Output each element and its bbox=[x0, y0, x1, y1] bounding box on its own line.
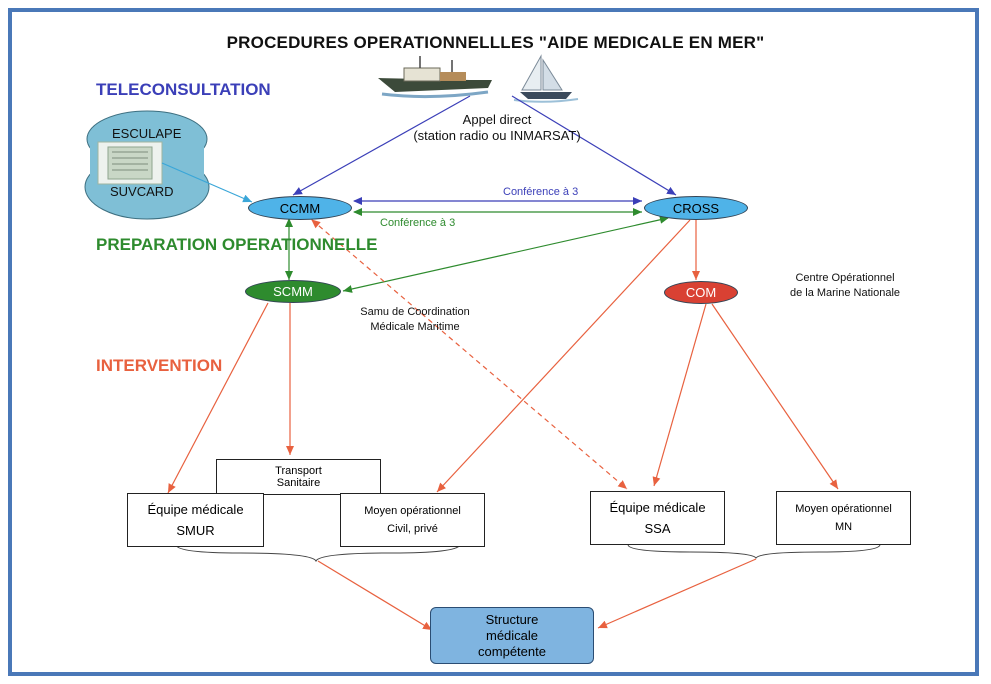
box-civil-line2: Civil, privé bbox=[387, 523, 438, 535]
appel-direct-line2: (station radio ou INMARSAT) bbox=[413, 128, 581, 143]
link-boats-cross bbox=[511, 95, 677, 196]
link-brace-right-structure bbox=[597, 558, 757, 629]
annotation-samu-line1: Samu de Coordination bbox=[360, 306, 470, 318]
box-ssa-line2: SSA bbox=[644, 521, 671, 536]
link-boats-ccmm bbox=[292, 95, 471, 196]
section-preparation: PREPARATION OPERATIONNELLE bbox=[96, 235, 378, 254]
node-com-label: COM bbox=[685, 285, 717, 300]
node-ccmm-label: CCMM bbox=[279, 200, 321, 216]
link-scmm-smur bbox=[167, 302, 269, 494]
box-civil-line1: Moyen opérationnel bbox=[364, 505, 461, 517]
node-scmm-label: SCMM bbox=[273, 284, 313, 299]
link-ccmm-ssa-dashed bbox=[311, 219, 628, 490]
annotation-centre-line1: Centre Opérationnel bbox=[795, 272, 895, 284]
node-ccmm: CCMM bbox=[248, 196, 352, 220]
section-teleconsultation: TELECONSULTATION bbox=[96, 80, 271, 99]
box-moyen-civil: Moyen opérationnel Civil, privé bbox=[340, 493, 485, 547]
brace-left bbox=[175, 544, 461, 563]
box-transport-sanitaire: Transport Sanitaire bbox=[216, 459, 381, 495]
box-mn-line2: MN bbox=[834, 521, 853, 533]
annotation-centre-line2: de la Marine Nationale bbox=[789, 287, 901, 299]
link-com-ssa bbox=[652, 303, 707, 487]
box-smur-line2: SMUR bbox=[176, 523, 215, 538]
box-structure-line2: médicale bbox=[485, 627, 539, 643]
box-mn-line1: Moyen opérationnel bbox=[795, 503, 892, 515]
box-ssa-line1: Équipe médicale bbox=[609, 500, 706, 515]
server-icon bbox=[97, 141, 163, 185]
box-equipe-ssa: Équipe médicale SSA bbox=[590, 491, 725, 545]
link-server-ccmm bbox=[161, 162, 253, 203]
conference-label-green: Conférence à 3 bbox=[380, 217, 456, 229]
cloud-label-esculape: ESCULAPE bbox=[112, 126, 182, 141]
diagram-title: PROCEDURES OPERATIONNELLLES "AIDE MEDICA… bbox=[226, 33, 765, 52]
box-transport-line2: Sanitaire bbox=[276, 477, 321, 489]
annotation-samu-line2: Médicale Maritime bbox=[370, 321, 460, 333]
cloud-label-suvcard: SUVCARD bbox=[110, 184, 174, 199]
link-com-mn bbox=[711, 303, 839, 490]
node-cross: CROSS bbox=[644, 196, 748, 220]
conference-label-blue: Conférence à 3 bbox=[503, 186, 579, 198]
node-com: COM bbox=[664, 281, 738, 304]
box-moyen-mn: Moyen opérationnel MN bbox=[776, 491, 911, 545]
box-transport-line1: Transport bbox=[275, 465, 322, 477]
section-intervention: INTERVENTION bbox=[96, 356, 223, 375]
box-structure-line1: Structure bbox=[485, 611, 539, 627]
fishing-boat-icon bbox=[378, 56, 492, 99]
box-smur-line1: Équipe médicale bbox=[147, 502, 244, 517]
box-structure-medicale: Structure médicale compétente bbox=[430, 607, 594, 664]
node-cross-label: CROSS bbox=[672, 200, 720, 216]
node-scmm: SCMM bbox=[245, 280, 341, 303]
brace-right bbox=[627, 544, 881, 559]
sailboat-icon bbox=[513, 54, 579, 103]
box-equipe-smur: Équipe médicale SMUR bbox=[127, 493, 264, 547]
appel-direct-line1: Appel direct bbox=[462, 112, 532, 127]
link-brace-left-structure bbox=[317, 560, 433, 631]
box-structure-line3: compétente bbox=[478, 643, 546, 659]
